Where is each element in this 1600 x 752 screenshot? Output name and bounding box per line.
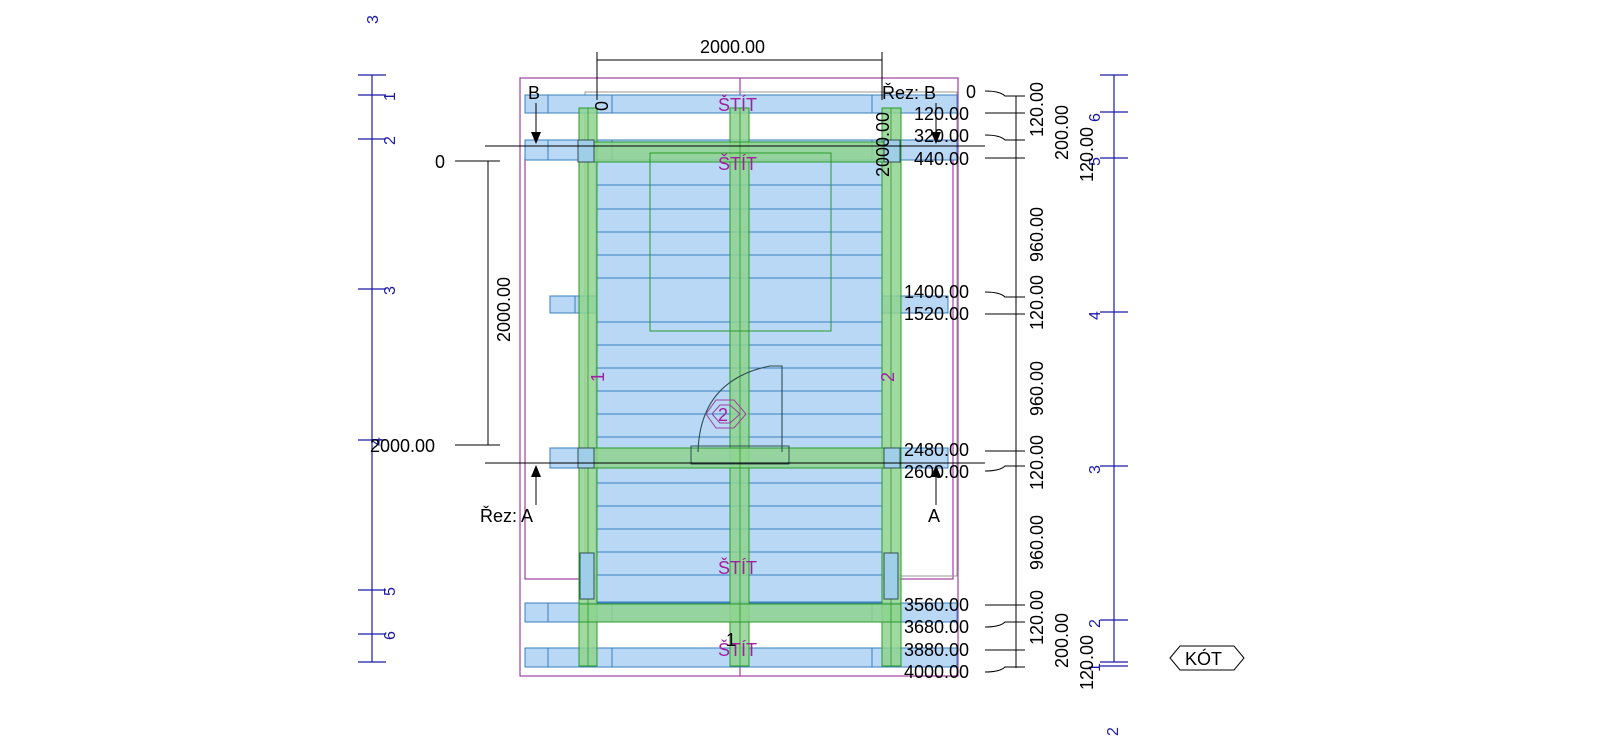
connectors xyxy=(577,139,901,600)
level-value: 320.00 xyxy=(914,126,969,146)
grid-label: 5 xyxy=(1087,157,1104,166)
level-value: 3880.00 xyxy=(904,640,969,660)
grid-label: 3 xyxy=(1087,465,1104,474)
level-value: 4000.00 xyxy=(904,662,969,682)
grid-label: 1 xyxy=(1087,663,1104,672)
right-dim: 960.00 xyxy=(1027,515,1047,570)
rafter-center xyxy=(729,107,750,667)
left-dim-span: 2000.00 xyxy=(494,277,514,342)
kot-label: KÓT xyxy=(1185,648,1222,669)
top-mark-right: 2000.00 xyxy=(873,112,893,177)
grid-label: 3 xyxy=(382,286,399,295)
right-dim: 120.00 xyxy=(1027,275,1047,330)
door-swing xyxy=(697,365,783,453)
rafters xyxy=(578,107,902,667)
level-value: 2600.00 xyxy=(904,462,969,482)
level-value: 3680.00 xyxy=(904,617,969,637)
section-b-right: Řez: B xyxy=(882,83,936,103)
level-value: 1400.00 xyxy=(904,282,969,302)
section-a-right: A xyxy=(928,506,940,526)
level-value: 440.00 xyxy=(914,149,969,169)
top-dimension: 2000.00 xyxy=(700,37,765,57)
section-a-left: Řez: A xyxy=(480,506,533,526)
left-dim-bottom: 2000.00 xyxy=(370,436,435,456)
right-dim: 200.00 xyxy=(1052,613,1072,668)
grid-label: 2 xyxy=(1087,619,1104,628)
level-value: 0 xyxy=(966,82,976,102)
right-dim: 960.00 xyxy=(1027,207,1047,262)
right-dim: 120.00 xyxy=(1077,635,1097,690)
grid-label: 6 xyxy=(382,631,399,640)
grid-label: 4 xyxy=(369,437,386,446)
stit-label: ŠTÍT xyxy=(718,153,757,174)
section-arrows xyxy=(531,132,941,477)
small-label: 1 xyxy=(726,630,736,650)
right-dim: 960.00 xyxy=(1027,361,1047,416)
level-leaders xyxy=(984,90,1025,673)
right-dim: 200.00 xyxy=(1052,105,1072,160)
right-dimension-values: 120.00 200.00 120.00 960.00 120.00 960.0… xyxy=(1027,82,1097,690)
grid-label: 3 xyxy=(365,15,382,24)
marker-label: 2 xyxy=(718,405,728,425)
level-value: 120.00 xyxy=(914,104,969,124)
top-dimension-line xyxy=(596,52,883,100)
left-grid-labels: 3 1 2 3 4 5 6 xyxy=(365,15,399,640)
rafter-label-left: 1 xyxy=(588,372,608,382)
right-grid-labels: 6 5 4 3 2 1 2 xyxy=(1087,113,1122,736)
right-dim: 120.00 xyxy=(1027,435,1047,490)
opening-outline xyxy=(649,152,832,332)
grid-label: 2 xyxy=(1105,727,1122,736)
left-dim-top: 0 xyxy=(435,152,445,172)
left-dimension-line xyxy=(455,160,500,446)
right-grid-axis xyxy=(1100,74,1128,667)
stit-label: ŠTÍT xyxy=(718,639,757,660)
level-values: 0 120.00 320.00 440.00 1400.00 1520.00 2… xyxy=(904,82,976,682)
level-value: 3560.00 xyxy=(904,595,969,615)
level-value: 2480.00 xyxy=(904,440,969,460)
stit-label: ŠTÍT xyxy=(718,94,757,115)
grid-label: 5 xyxy=(382,587,399,596)
kot-tag[interactable]: KÓT xyxy=(1169,645,1245,671)
marker-hexagon xyxy=(705,399,747,429)
grid-label: 6 xyxy=(1087,113,1104,122)
top-mark-left: 0 xyxy=(592,101,612,111)
grid-label: 4 xyxy=(1087,311,1104,320)
rafter-right xyxy=(881,107,902,667)
section-b-left: B xyxy=(528,83,540,103)
grid-label: 2 xyxy=(382,136,399,145)
rafter-label-right: 2 xyxy=(878,372,898,382)
right-dim: 120.00 xyxy=(1027,82,1047,137)
stit-label: ŠTÍT xyxy=(718,557,757,578)
right-dim: 120.00 xyxy=(1027,590,1047,645)
right-dim: 120.00 xyxy=(1077,127,1097,182)
grid-label: 1 xyxy=(382,92,399,101)
level-value: 1520.00 xyxy=(904,304,969,324)
left-grid-axis xyxy=(358,74,386,663)
